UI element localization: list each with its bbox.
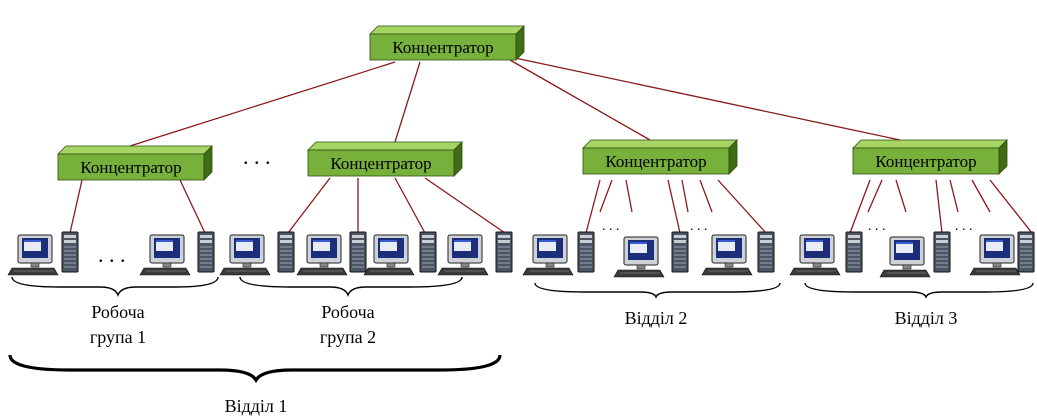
hub-ellipsis: . . . — [243, 144, 271, 169]
link-hub3-d — [667, 179, 681, 234]
brace-group2 — [239, 276, 463, 297]
workstation — [7, 234, 59, 276]
hub-dept2: Концентратор — [582, 139, 738, 175]
dept2-ellipsis-a: . . . — [602, 219, 620, 234]
server-tower — [197, 231, 215, 273]
link-hub3-c — [625, 179, 633, 213]
link-hub4-a — [849, 179, 871, 234]
hub-dept3: Концентратор — [852, 139, 1008, 175]
link-top-hub3 — [509, 59, 651, 141]
workstation — [139, 234, 191, 276]
link-hub4-c — [895, 179, 907, 213]
workstation — [363, 234, 415, 276]
dept2-ellipsis-b: . . . — [690, 219, 708, 234]
server-tower — [671, 231, 689, 273]
server-tower — [349, 231, 367, 273]
link-hub1-b — [179, 179, 206, 234]
link-hub4-g — [989, 179, 1033, 234]
link-hub3-a — [585, 179, 601, 234]
server-tower — [61, 231, 79, 273]
group1-label-line1: Робоча — [91, 302, 144, 322]
dept3-label: Відділ 3 — [895, 308, 958, 328]
link-hub3-g — [717, 179, 767, 234]
dept1-label: Відділ 1 — [225, 396, 288, 416]
server-tower — [577, 231, 595, 273]
links — [69, 57, 1033, 234]
link-hub2-d — [424, 177, 506, 234]
link-hub2-a — [287, 177, 331, 234]
server-tower — [1017, 231, 1035, 273]
link-hub4-e — [949, 179, 959, 213]
dept2-label: Відділ 2 — [625, 308, 688, 328]
hub-group1-label: Концентратор — [80, 158, 181, 177]
hub-dept3-label: Концентратор — [875, 152, 976, 171]
server-tower — [757, 231, 775, 273]
server-tower — [419, 231, 437, 273]
link-hub3-e — [681, 179, 689, 213]
brace-dept3 — [804, 282, 1034, 299]
hub-group2-label: Концентратор — [330, 154, 431, 173]
brace-dept1 — [8, 354, 502, 384]
server-tower — [933, 231, 951, 273]
workstation — [879, 236, 931, 278]
hub-group1: Концентратор — [57, 145, 213, 181]
link-hub4-d — [935, 179, 943, 234]
brace-dept2 — [534, 282, 781, 299]
hub-group2: Концентратор — [307, 141, 463, 177]
group1-label-line2: група 1 — [90, 327, 146, 347]
brace-group1 — [11, 276, 219, 297]
dept3-ellipsis-a: . . . — [868, 219, 886, 234]
group2-label-line2: група 2 — [320, 327, 376, 347]
link-top-hub1 — [129, 61, 396, 147]
workstation — [437, 234, 489, 276]
server-tower — [845, 231, 863, 273]
hub-dept2-label: Концентратор — [605, 152, 706, 171]
server-tower — [495, 231, 513, 273]
workstation — [296, 234, 348, 276]
group2-label-line1: Робоча — [321, 302, 374, 322]
link-hub3-b — [599, 179, 613, 213]
link-hub1-a — [69, 179, 83, 234]
link-hub4-b — [867, 179, 883, 213]
dept3-ellipsis-b: . . . — [955, 219, 973, 234]
link-hub4-f — [971, 179, 991, 213]
workstation — [522, 234, 574, 276]
hub-top-label: Концентратор — [392, 38, 493, 57]
link-top-hub4 — [514, 57, 901, 141]
link-top-hub2 — [394, 61, 421, 143]
group1-ellipsis: . . . — [98, 242, 126, 267]
hub-top: Концентратор — [369, 25, 525, 61]
braces — [8, 276, 1034, 384]
link-hub3-f — [699, 179, 713, 213]
workstation — [613, 236, 665, 278]
workstation — [701, 234, 753, 276]
workstation — [969, 234, 1021, 276]
workstation — [219, 234, 271, 276]
server-tower — [277, 231, 295, 273]
link-hub2-c — [394, 177, 426, 234]
workstation — [789, 234, 841, 276]
